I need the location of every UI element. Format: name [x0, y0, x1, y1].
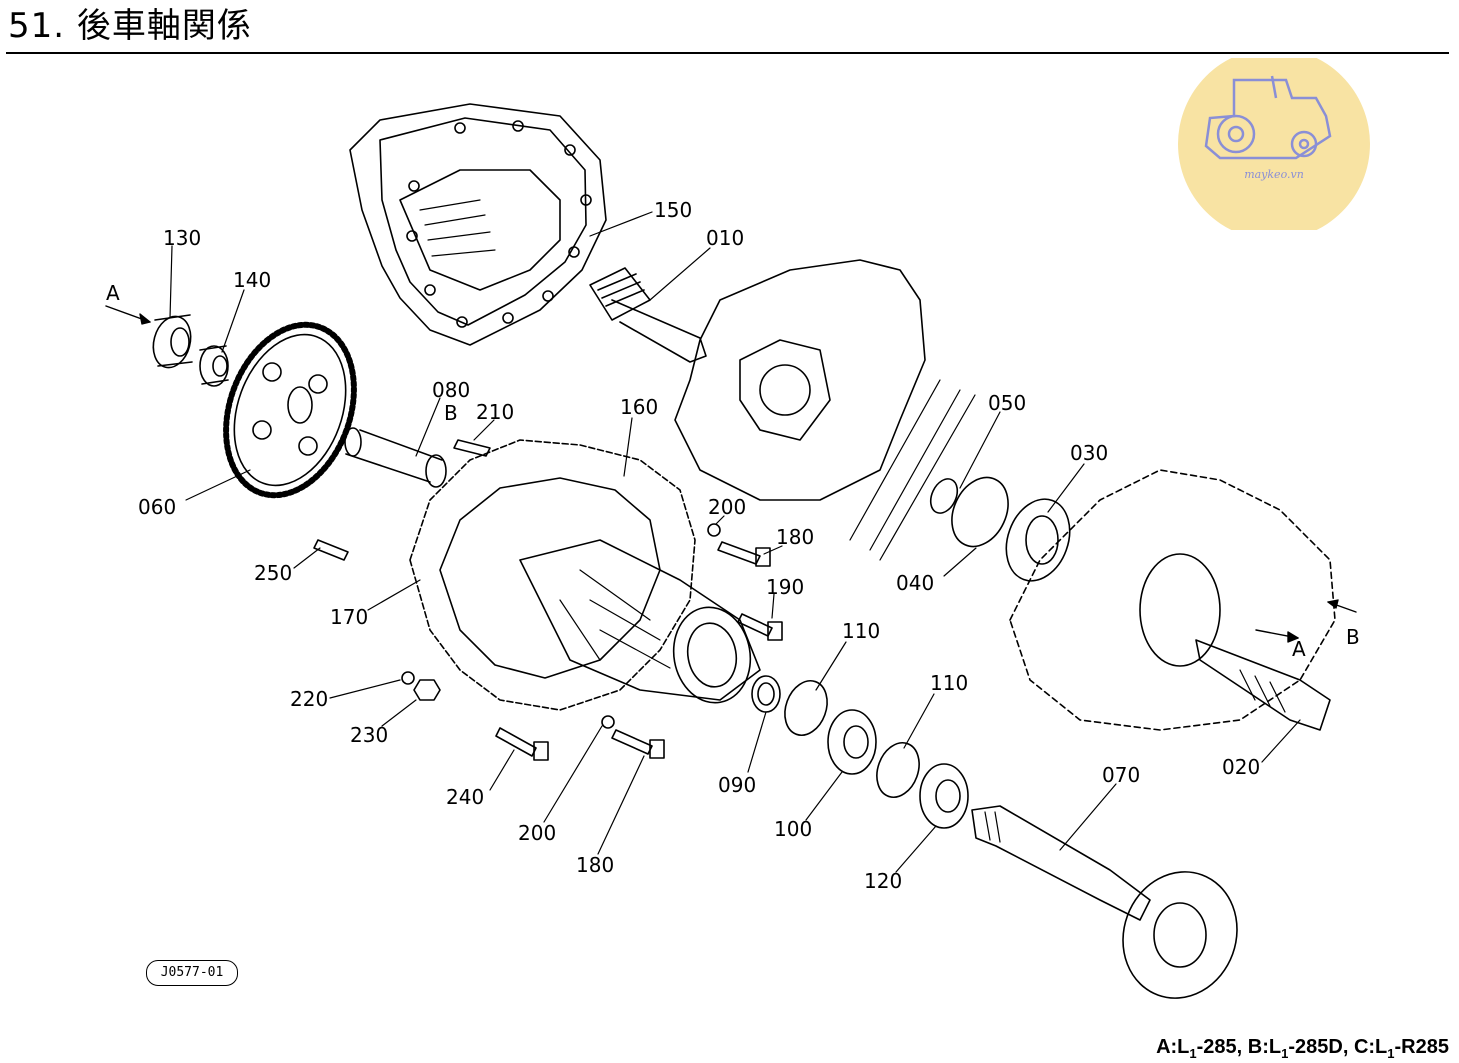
callout-050: 050 — [988, 391, 1026, 415]
part-090-collar — [751, 675, 781, 713]
part-160-diff-case — [409, 439, 761, 711]
part-120-bearing — [919, 763, 969, 829]
callout-200-lower: 200 — [518, 821, 556, 845]
part-case-housing — [674, 259, 926, 501]
callout-020: 020 — [1222, 755, 1260, 779]
callout-030: 030 — [1070, 441, 1108, 465]
part-110-snap-ring-a — [784, 680, 828, 736]
callout-010: 010 — [706, 226, 744, 250]
part-220-washer — [401, 671, 415, 685]
part-250-stud — [313, 539, 349, 561]
callout-090: 090 — [718, 773, 756, 797]
callout-250: 250 — [254, 561, 292, 585]
part-150-housing — [349, 103, 607, 346]
part-180-bolt-upper — [717, 541, 771, 567]
part-130-bearing — [152, 314, 193, 369]
part-030-bearing — [1005, 498, 1071, 582]
callout-200-upper: 200 — [708, 495, 746, 519]
part-070-axle — [971, 805, 1238, 999]
callout-080: 080 — [432, 378, 470, 402]
part-020-case — [1009, 469, 1336, 731]
callout-180-lower: 180 — [576, 853, 614, 877]
part-200-washer-upper — [707, 523, 721, 537]
model-legend: A:L1-285, B:L1-285D, C:L1-R285 — [1156, 1036, 1449, 1061]
marker-a-left: A — [106, 281, 120, 305]
marker-a-right: A — [1292, 637, 1306, 661]
part-060-gear — [223, 321, 357, 499]
tractor-logo: maykeo.vn — [1178, 58, 1370, 230]
callout-140: 140 — [233, 268, 271, 292]
title-divider — [6, 52, 1449, 54]
callout-130: 130 — [163, 226, 201, 250]
part-200-washer-lower — [601, 715, 615, 729]
part-240-bolt — [495, 727, 549, 761]
callout-220: 220 — [290, 687, 328, 711]
callout-230: 230 — [350, 723, 388, 747]
callout-190: 190 — [766, 575, 804, 599]
callout-170: 170 — [330, 605, 368, 629]
callout-110-b: 110 — [930, 671, 968, 695]
part-040-snap-ring — [951, 476, 1009, 548]
callout-100: 100 — [774, 817, 812, 841]
callout-150: 150 — [654, 198, 692, 222]
part-230-nut — [413, 679, 441, 701]
part-100-bearing — [827, 709, 877, 775]
callout-070: 070 — [1102, 763, 1140, 787]
part-190-bolt — [737, 613, 783, 641]
part-080-tube — [344, 427, 447, 488]
callout-160: 160 — [620, 395, 658, 419]
part-010-shaft — [589, 267, 707, 363]
callout-110-a: 110 — [842, 619, 880, 643]
part-180-bolt-lower — [611, 729, 665, 759]
part-050-snap-ring — [929, 478, 959, 514]
part-110-snap-ring-b — [876, 742, 920, 798]
callout-240: 240 — [446, 785, 484, 809]
callout-120: 120 — [864, 869, 902, 893]
callout-040: 040 — [896, 571, 934, 595]
logo-text: maykeo.vn — [1244, 168, 1304, 181]
marker-b-left: B — [444, 401, 458, 425]
part-140-collar — [199, 345, 229, 387]
drawing-code: J0577-01 — [146, 960, 238, 986]
page-title: 51. 後車軸関係 — [8, 6, 252, 46]
part-210-stud — [453, 439, 491, 457]
callout-210: 210 — [476, 400, 514, 424]
marker-b-right: B — [1346, 625, 1360, 649]
callout-180-upper: 180 — [776, 525, 814, 549]
callout-060: 060 — [138, 495, 176, 519]
